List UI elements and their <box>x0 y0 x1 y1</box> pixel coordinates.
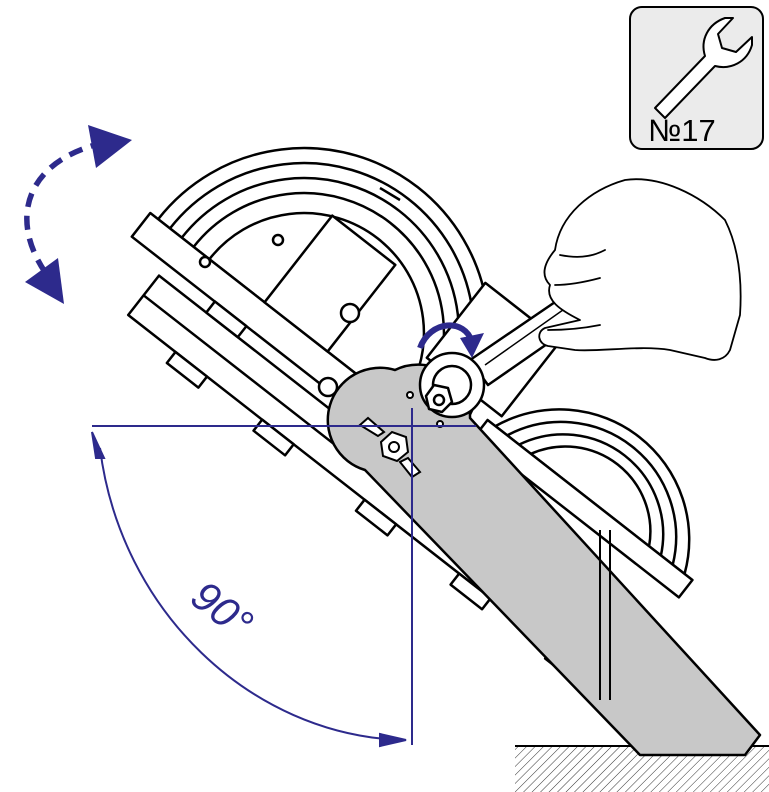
hand-illustration <box>538 178 742 361</box>
tilt-direction-arrow-icon <box>24 125 132 304</box>
rotation-arrow-icon <box>417 322 484 358</box>
angle-label: 90° <box>183 571 262 647</box>
badge-label: №17 <box>648 113 716 148</box>
tool-badge: №17 <box>629 6 764 150</box>
wrench-icon <box>654 17 753 119</box>
angle-reference <box>91 408 476 748</box>
